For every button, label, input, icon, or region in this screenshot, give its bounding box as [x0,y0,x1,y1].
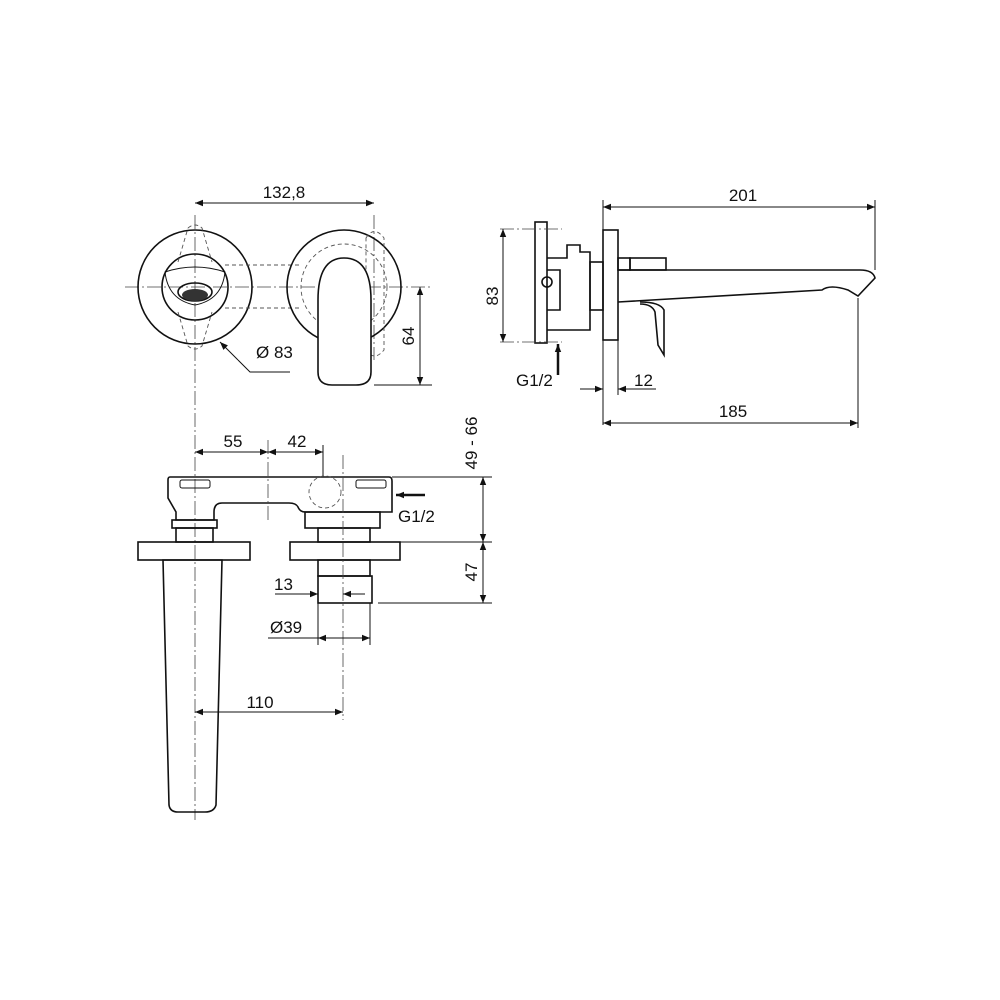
dim-42-label: 42 [288,432,307,451]
top-view: 55 42 49 - 66 47 G1/2 13 Ø39 110 [137,417,492,813]
cartridge-end [317,575,373,604]
body-top [167,476,393,521]
lever-handle [317,257,372,386]
dim-55-label: 55 [224,432,243,451]
spout-side [617,269,876,303]
dim-plate-height-label: 83 [483,287,502,306]
front-view: 132,8 Ø 83 64 [125,183,432,820]
side-escutcheon [602,229,619,341]
spout-tube [162,559,223,813]
dim-inlet-side-label: G1/2 [516,371,553,390]
dim-spacing-label: 132,8 [263,183,306,202]
left-flange [137,541,251,561]
side-view: 201 83 G1/2 12 185 [483,186,876,428]
dim-total-length-label: 201 [729,186,757,205]
dim-47-label: 47 [462,563,481,582]
dim-diameter-label: Ø 83 [256,343,293,362]
spout-escutcheon [137,229,253,345]
right-flange [289,541,401,561]
dim-13-label: 13 [274,575,293,594]
dim-spout-length-label: 185 [719,402,747,421]
dim-inlet-top-label: G1/2 [398,507,435,526]
mounting-plate [534,221,548,344]
dim-diameter-39-label: Ø39 [270,618,302,637]
dim-110-label: 110 [246,693,273,712]
dim-plate-thickness-label: 12 [634,371,653,390]
dim-range-label: 49 - 66 [462,417,481,470]
dim-lever-height-label: 64 [399,327,418,346]
